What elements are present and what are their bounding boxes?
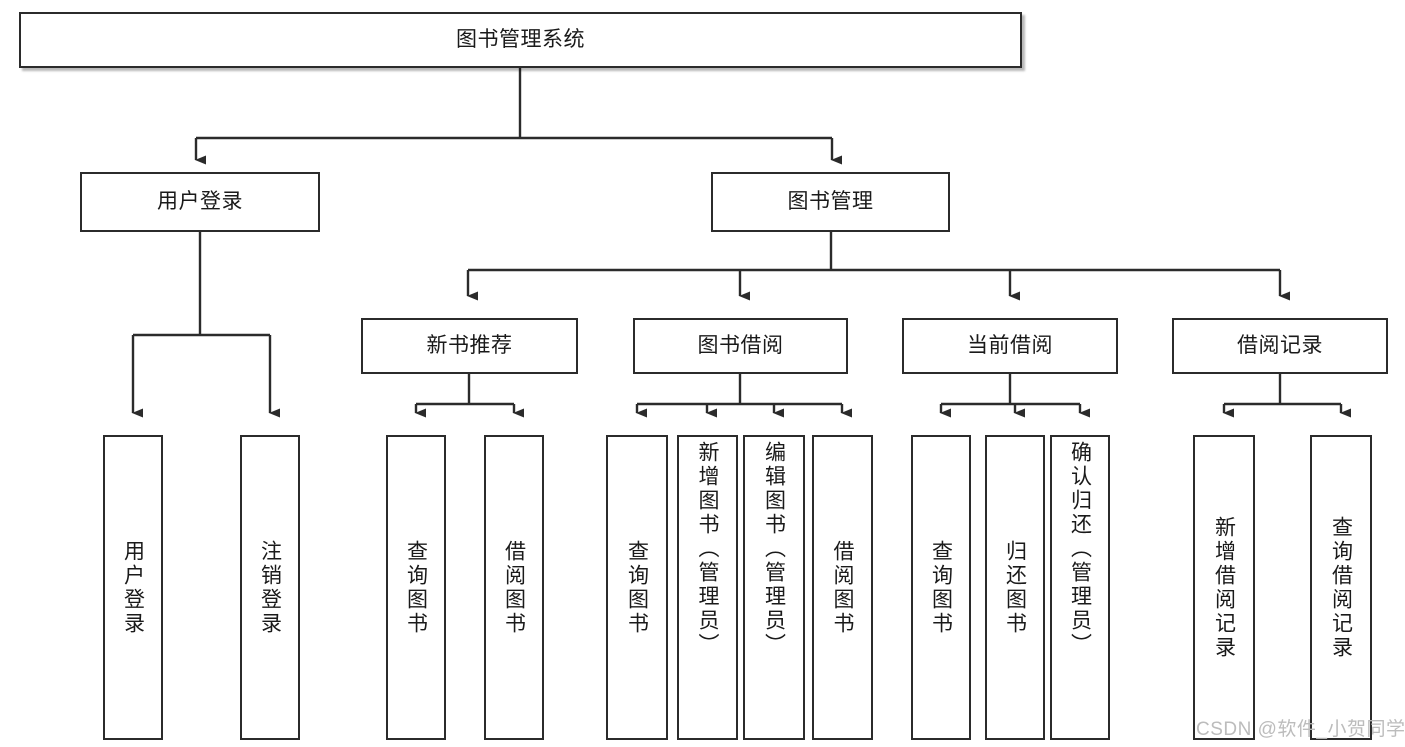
leaf-return-books[interactable]: 归还图书 — [985, 435, 1045, 740]
leaf-query-borrow-record[interactable]: 查询借阅记录 — [1310, 435, 1372, 740]
edge-group-book-mgmt — [466, 232, 1290, 301]
edge-group-borrow — [635, 374, 852, 418]
csdn-watermark: CSDN @软件_小贺同学 — [1196, 719, 1405, 740]
leaf-add-borrow-record[interactable]: 新增借阅记录 — [1193, 435, 1255, 740]
leaf-query-books-recommend[interactable]: 查询图书 — [386, 435, 446, 740]
leaf-borrow-books-borrow-label: 借阅图书 — [831, 539, 854, 636]
node-book-management[interactable]: 图书管理 — [711, 172, 950, 232]
node-book-borrow-label: 图书借阅 — [697, 333, 784, 357]
node-book-management-label: 图书管理 — [787, 189, 874, 213]
node-user-login-label: 用户登录 — [157, 189, 243, 213]
leaf-query-books-current[interactable]: 查询图书 — [911, 435, 971, 740]
leaf-user-login[interactable]: 用户登录 — [103, 435, 163, 740]
leaf-query-books-borrow[interactable]: 查询图书 — [606, 435, 668, 740]
leaf-logout[interactable]: 注销登录 — [240, 435, 300, 740]
edge-group-records — [1222, 374, 1351, 418]
edge-group-new-book — [414, 374, 524, 418]
leaf-logout-label: 注销登录 — [258, 539, 282, 636]
node-root[interactable]: 图书管理系统 — [19, 12, 1022, 68]
node-user-login[interactable]: 用户登录 — [80, 172, 320, 232]
leaf-add-borrow-record-label: 新增借阅记录 — [1212, 515, 1236, 660]
node-current-borrow-label: 当前借阅 — [967, 333, 1053, 357]
edge-group-user-login — [131, 232, 280, 418]
node-new-book-recommend[interactable]: 新书推荐 — [361, 318, 578, 374]
node-root-label: 图书管理系统 — [456, 27, 585, 51]
leaf-edit-book-admin[interactable]: 编辑图书（管理员） — [743, 435, 805, 740]
node-book-borrow[interactable]: 图书借阅 — [633, 318, 848, 374]
edge-group-root — [194, 68, 842, 165]
leaf-user-login-label: 用户登录 — [121, 539, 145, 636]
edge-group-current — [939, 374, 1090, 418]
node-borrow-records[interactable]: 借阅记录 — [1172, 318, 1388, 374]
leaf-query-borrow-record-label: 查询借阅记录 — [1329, 515, 1353, 660]
node-new-book-recommend-label: 新书推荐 — [426, 333, 513, 357]
node-borrow-records-label: 借阅记录 — [1237, 333, 1323, 357]
leaf-query-books-borrow-label: 查询图书 — [625, 539, 649, 636]
leaf-confirm-return-admin-label: 确认归还（管理员） — [1068, 441, 1092, 657]
leaf-borrow-books-recommend[interactable]: 借阅图书 — [484, 435, 544, 740]
leaf-add-book-admin[interactable]: 新增图书（管理员） — [677, 435, 738, 740]
leaf-edit-book-admin-label: 编辑图书（管理员） — [762, 441, 786, 657]
node-current-borrow[interactable]: 当前借阅 — [902, 318, 1118, 374]
leaf-query-books-current-label: 查询图书 — [929, 539, 953, 636]
leaf-borrow-books-borrow[interactable]: 借阅图书 — [812, 435, 873, 740]
leaf-confirm-return-admin[interactable]: 确认归还（管理员） — [1050, 435, 1110, 740]
leaf-borrow-books-recommend-label: 借阅图书 — [502, 539, 526, 636]
leaf-return-books-label: 归还图书 — [1003, 539, 1027, 636]
leaf-query-books-recommend-label: 查询图书 — [404, 539, 428, 636]
leaf-add-book-admin-label: 新增图书（管理员） — [696, 441, 719, 657]
